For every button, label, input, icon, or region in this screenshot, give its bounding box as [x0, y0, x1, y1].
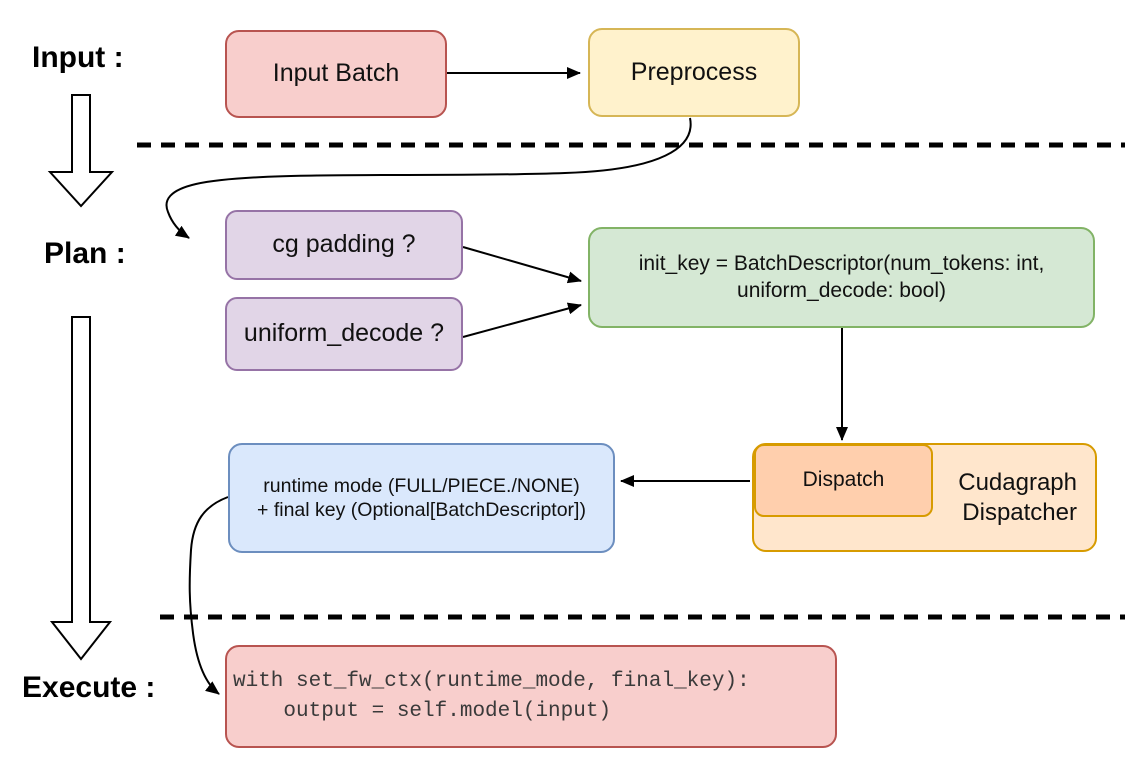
dispatch-label: Dispatch: [802, 468, 885, 492]
edge-runtimeresult-executecode: [188, 496, 229, 695]
plan-stage-label: Plan :: [44, 237, 126, 270]
execute-code-line1: with set_fw_ctx(runtime_mode, final_key)…: [233, 669, 750, 693]
cudagraph-dispatcher-line1: Cudagraph: [958, 468, 1077, 496]
uniform-decode-label: uniform_decode ?: [243, 319, 445, 348]
stage-arrow-plan-to-execute: [49, 316, 113, 661]
edge-uniformdecode-initkey: [462, 302, 582, 338]
preprocess-label: Preprocess: [630, 57, 758, 86]
dispatch-node: Dispatch: [754, 444, 933, 517]
runtime-result-line1: runtime mode (FULL/PIECE./NONE): [263, 474, 580, 497]
input-batch-node: Input Batch: [225, 30, 447, 118]
preprocess-node: Preprocess: [588, 28, 800, 117]
edge-cgpadding-initkey: [462, 246, 582, 284]
execute-code-line2: output = self.model(input): [233, 699, 612, 723]
input-stage-label: Input :: [32, 41, 124, 74]
init-key-line1: init_key = BatchDescriptor(num_tokens: i…: [638, 252, 1045, 276]
init-key-node: init_key = BatchDescriptor(num_tokens: i…: [588, 227, 1095, 328]
cg-padding-node: cg padding ?: [225, 210, 463, 280]
cudagraph-dispatcher-line2: Dispatcher: [962, 498, 1077, 526]
runtime-result-line2: + final key (Optional[BatchDescriptor]): [257, 499, 586, 521]
execute-stage-label: Execute :: [22, 671, 156, 704]
edge-preprocess-cgpadding: [165, 117, 692, 239]
input-batch-label: Input Batch: [272, 59, 400, 88]
execute-code-node: with set_fw_ctx(runtime_mode, final_key)…: [225, 645, 837, 748]
init-key-line2: uniform_decode: bool): [737, 278, 946, 302]
runtime-result-node: runtime mode (FULL/PIECE./NONE) + final …: [228, 443, 615, 553]
cg-padding-label: cg padding ?: [272, 230, 416, 259]
uniform-decode-node: uniform_decode ?: [225, 297, 463, 371]
stage-arrow-input-to-plan: [47, 94, 115, 208]
